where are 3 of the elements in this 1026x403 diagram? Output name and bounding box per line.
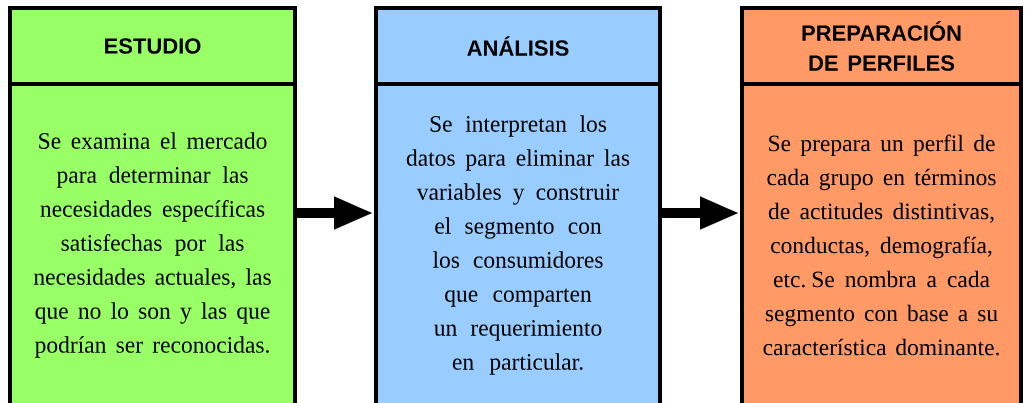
heading-box: ESTUDIO	[8, 6, 297, 86]
heading-box: ANÁLISIS	[374, 6, 662, 86]
heading-box: PREPARACIÓN DE PERFILES	[740, 6, 1023, 86]
